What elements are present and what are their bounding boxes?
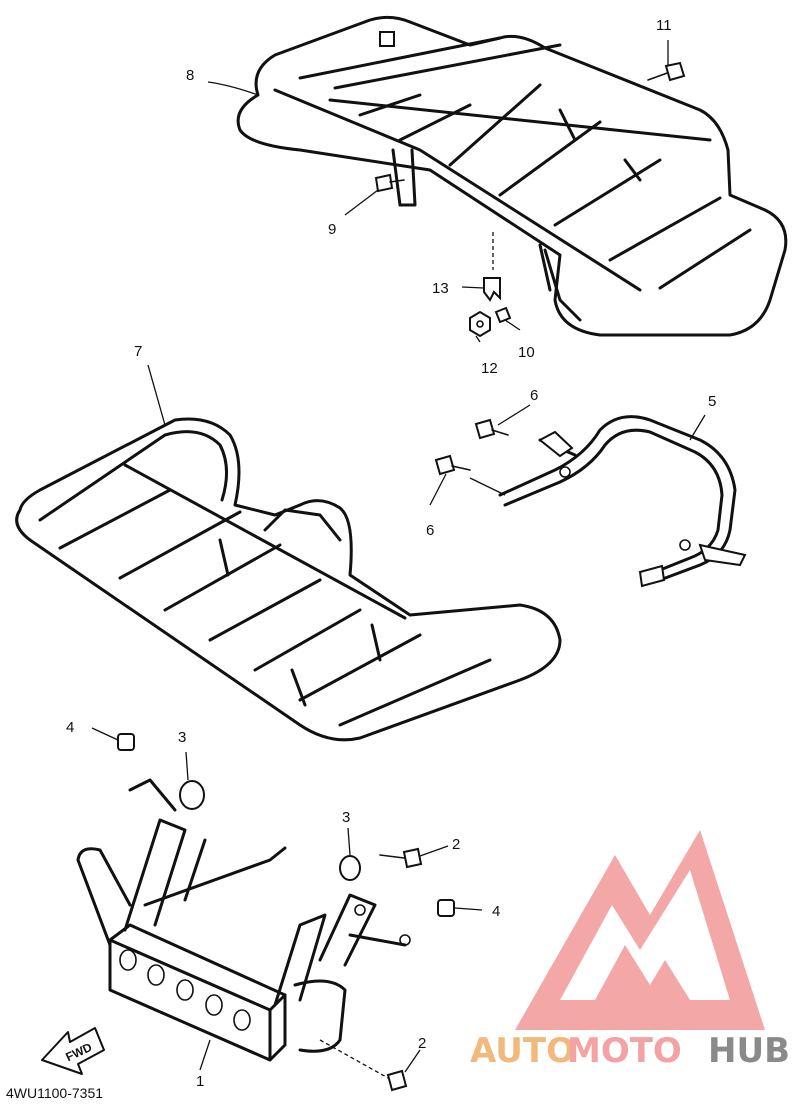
watermark-logo [515, 830, 765, 1030]
callout-3b: 3 [342, 809, 350, 826]
callout-9: 9 [328, 221, 336, 238]
callout-13: 13 [432, 280, 449, 297]
nut-12 [469, 310, 491, 338]
callout-8: 8 [186, 67, 194, 84]
callout-5: 5 [708, 393, 716, 410]
callout-2b: 2 [418, 1035, 426, 1052]
bolt-2b [319, 1039, 408, 1092]
callout-1: 1 [196, 1073, 204, 1090]
callout-11: 11 [656, 17, 672, 34]
bolt-9 [374, 173, 405, 193]
watermark-moto: MOTO [567, 1031, 682, 1071]
callout-4a: 4 [66, 719, 74, 736]
callout-4b: 4 [492, 903, 500, 920]
watermark-auto: AUTO [470, 1031, 575, 1071]
watermark-hub: HUB [708, 1031, 790, 1071]
leader-6b-line [469, 477, 506, 496]
bolt-11 [647, 61, 686, 82]
cap-4b [437, 899, 455, 917]
callout-3a: 3 [178, 729, 186, 746]
bolt-6b [434, 454, 471, 476]
callout-12: 12 [481, 360, 498, 377]
bolt-6a [474, 418, 509, 440]
rear-guard [498, 415, 747, 588]
leader-lines [91, 40, 706, 1073]
callout-6a: 6 [530, 387, 538, 404]
diagram-code: 4WU1100-7351 [6, 1085, 103, 1101]
bolt-2a [379, 847, 423, 869]
front-bumper [76, 778, 411, 1062]
pin-10 [494, 306, 512, 324]
callout-6b: 6 [426, 522, 434, 539]
grommet-3a [179, 780, 205, 810]
grommet-3b [339, 855, 361, 881]
watermark-text: AUTO MOTO HUB [470, 1031, 790, 1071]
front-carrier [15, 417, 562, 742]
callout-10: 10 [518, 344, 535, 361]
fwd-arrow: FWD [41, 1027, 105, 1075]
callouts: 8 11 9 13 12 10 7 6 5 6 4 3 3 2 4 1 2 [66, 17, 716, 1090]
cap-4a [117, 733, 135, 751]
callout-7: 7 [134, 343, 142, 360]
clip-13 [483, 232, 501, 302]
rear-carrier [236, 15, 788, 337]
callout-2a: 2 [452, 836, 460, 853]
